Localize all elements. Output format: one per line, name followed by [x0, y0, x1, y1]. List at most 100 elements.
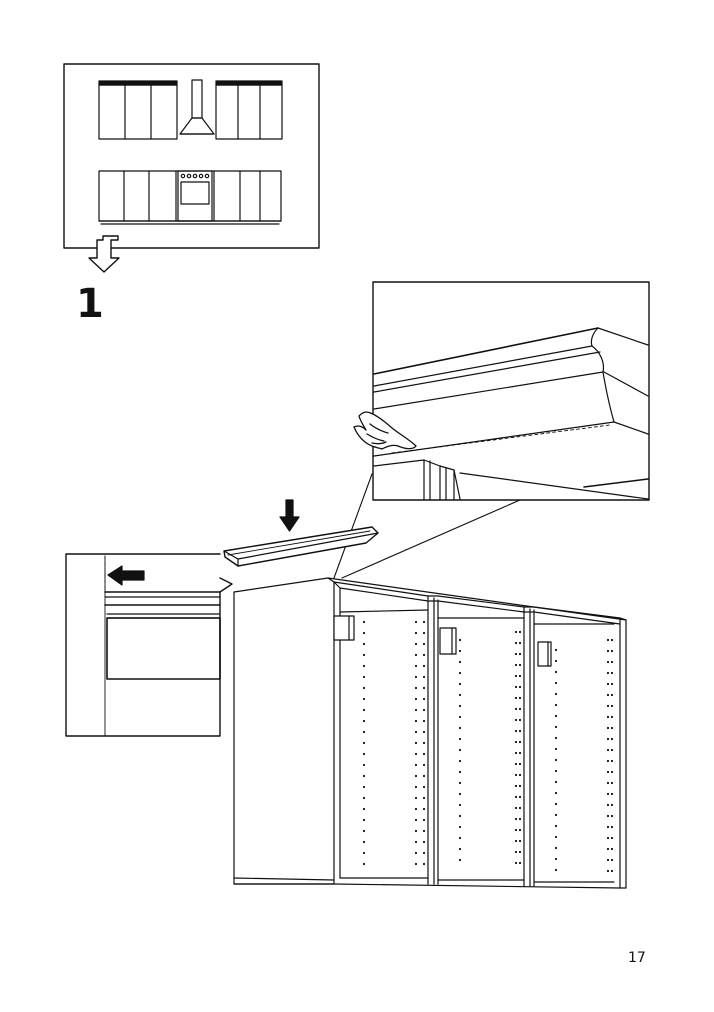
pin-hole: [518, 817, 522, 821]
pin-hole: [610, 649, 614, 653]
pin-hole: [606, 726, 610, 730]
pin-hole: [362, 664, 366, 668]
pin-hole: [362, 752, 366, 756]
pin-hole: [458, 726, 462, 730]
pin-hole: [554, 868, 558, 872]
pin-hole: [606, 803, 610, 807]
shelf-pin-holes: [362, 620, 614, 873]
wall-cabinet-frames: [233, 577, 627, 889]
pin-hole: [518, 652, 522, 656]
base-cabinets-icon: [98, 170, 282, 225]
pin-hole: [610, 693, 614, 697]
cooker-hood-icon: [179, 79, 215, 135]
pin-hole: [518, 707, 522, 711]
pin-hole: [362, 774, 366, 778]
pin-hole: [610, 638, 614, 642]
pin-hole: [362, 730, 366, 734]
pin-hole: [414, 818, 418, 822]
pin-hole: [518, 839, 522, 843]
alignment-detail-panel: [65, 553, 233, 737]
pin-hole: [518, 773, 522, 777]
pin-hole: [362, 708, 366, 712]
pin-hole: [518, 806, 522, 810]
pin-hole: [458, 693, 462, 697]
pin-hole: [362, 653, 366, 657]
pin-hole: [414, 840, 418, 844]
pin-hole: [606, 759, 610, 763]
pin-hole: [514, 718, 518, 722]
pin-hole: [518, 641, 522, 645]
pin-hole: [514, 817, 518, 821]
kitchen-overview-panel: [63, 63, 320, 249]
pin-hole: [606, 792, 610, 796]
pin-hole: [414, 697, 418, 701]
pin-hole: [610, 814, 614, 818]
pin-hole: [610, 715, 614, 719]
pin-hole: [514, 839, 518, 843]
pin-hole: [458, 704, 462, 708]
pin-hole: [422, 741, 426, 745]
pin-hole: [606, 737, 610, 741]
pin-hole: [362, 697, 366, 701]
pin-hole: [554, 714, 558, 718]
pin-hole: [362, 807, 366, 811]
pin-hole: [362, 785, 366, 789]
pin-hole: [414, 675, 418, 679]
pin-hole: [554, 791, 558, 795]
pin-hole: [606, 825, 610, 829]
pin-hole: [514, 784, 518, 788]
pin-hole: [458, 803, 462, 807]
pin-hole: [514, 850, 518, 854]
pin-hole: [518, 663, 522, 667]
pin-hole: [518, 685, 522, 689]
pin-hole: [414, 686, 418, 690]
pin-hole: [554, 736, 558, 740]
pin-hole: [458, 770, 462, 774]
pin-hole: [514, 806, 518, 810]
pin-hole: [606, 858, 610, 862]
pin-hole: [514, 828, 518, 832]
pin-hole: [362, 818, 366, 822]
pin-hole: [610, 748, 614, 752]
pin-hole: [606, 836, 610, 840]
pin-hole: [610, 781, 614, 785]
pin-hole: [518, 718, 522, 722]
pin-hole: [606, 814, 610, 818]
pin-hole: [518, 696, 522, 700]
step-number: 1: [76, 281, 104, 327]
pin-hole: [422, 829, 426, 833]
pin-hole: [458, 759, 462, 763]
pin-hole: [458, 682, 462, 686]
pin-hole: [554, 747, 558, 751]
pin-hole: [554, 670, 558, 674]
pin-hole: [610, 803, 614, 807]
pin-hole: [458, 781, 462, 785]
pin-hole: [458, 836, 462, 840]
pin-hole: [422, 675, 426, 679]
pin-hole: [554, 648, 558, 652]
pin-hole: [514, 762, 518, 766]
pin-hole: [610, 770, 614, 774]
pin-hole: [422, 642, 426, 646]
pin-hole: [554, 835, 558, 839]
pin-hole: [518, 762, 522, 766]
pin-hole: [606, 671, 610, 675]
pin-hole: [514, 740, 518, 744]
pin-hole: [554, 681, 558, 685]
upper-left-cabinets-icon: [98, 80, 178, 140]
pin-hole: [610, 869, 614, 873]
pin-hole: [610, 792, 614, 796]
pin-hole: [514, 707, 518, 711]
pin-hole: [518, 795, 522, 799]
pin-hole: [554, 780, 558, 784]
pin-hole: [606, 704, 610, 708]
pin-hole: [458, 649, 462, 653]
pin-hole: [458, 737, 462, 741]
pin-hole: [606, 649, 610, 653]
pin-hole: [422, 818, 426, 822]
pin-hole: [514, 696, 518, 700]
pin-hole: [414, 730, 418, 734]
pin-hole: [554, 813, 558, 817]
pin-hole: [414, 763, 418, 767]
